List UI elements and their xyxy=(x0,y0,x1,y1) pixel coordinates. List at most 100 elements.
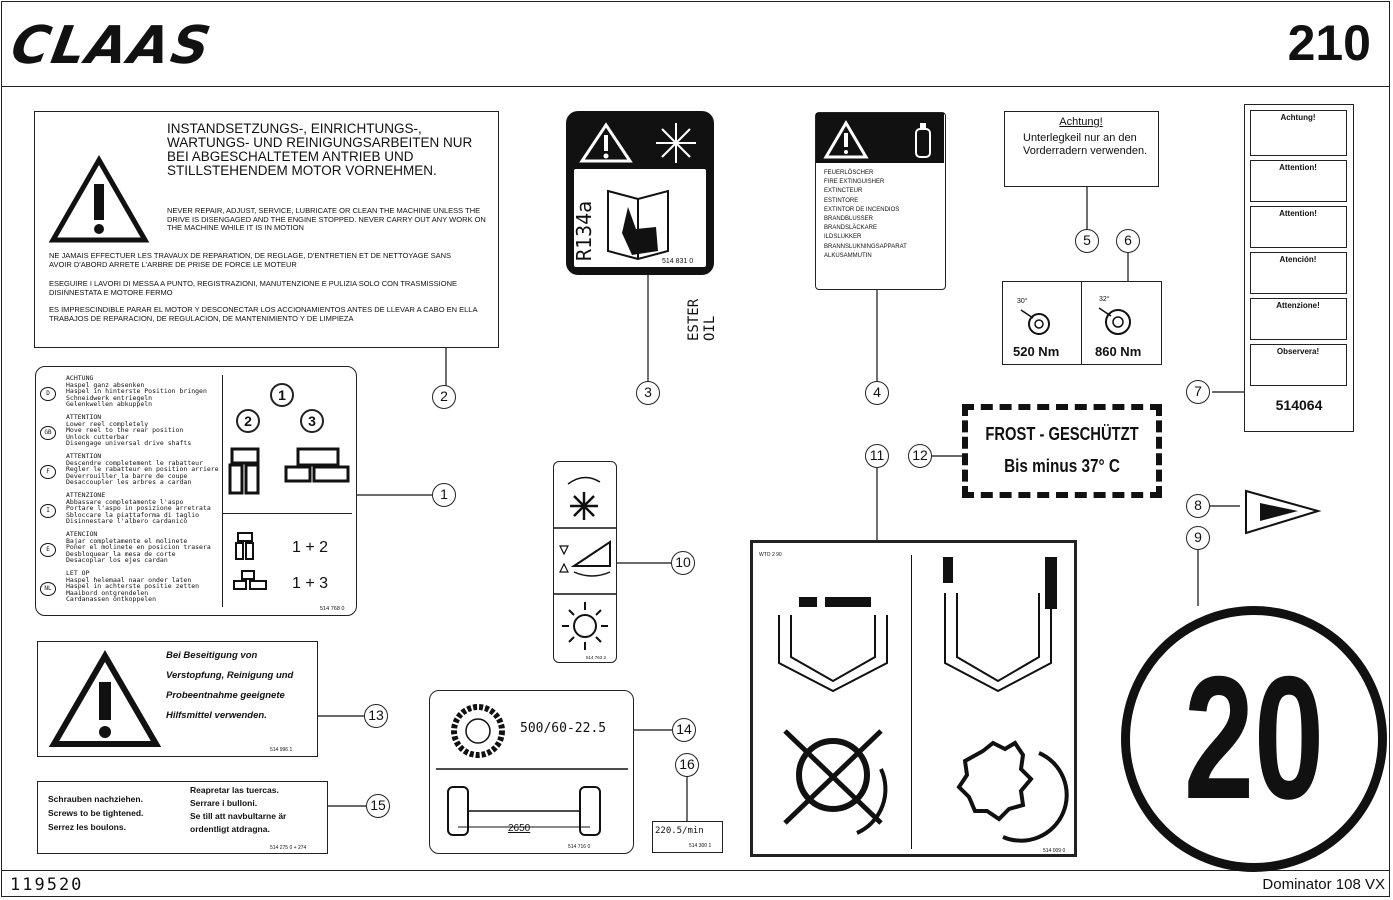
extinguisher-row: ALKUSAMMUTIN xyxy=(824,252,872,259)
decal-15-line: Schrauben nachziehen. xyxy=(48,794,143,804)
block-line: Portare l'aspo in posizione arretrata xyxy=(66,504,211,513)
extinguisher-row: ILDSLUKKER xyxy=(824,234,862,241)
block-line: Gelenkwellen abkuppeln xyxy=(66,400,153,409)
callout-15: 15 xyxy=(366,794,390,818)
decal-13-text: Bei Beseitigung von Verstopfung, Reinigu… xyxy=(166,650,294,721)
block-line: Disinnestare l'albero cardanico xyxy=(66,517,188,526)
decal-7-multilingual: Achtung! Attention! Attention! Atención!… xyxy=(1244,104,1354,432)
extinguisher-row: ESTINTORE xyxy=(824,197,859,204)
page-number: 210 xyxy=(1287,15,1371,71)
extinguisher-row: EXTINCTEUR xyxy=(824,188,863,195)
fire-extinguisher-icon xyxy=(823,120,931,159)
decal-15-left-text: Schrauben nachziehen. Screws to be tight… xyxy=(48,792,178,834)
extinguisher-row: FEUERLÖSCHER xyxy=(824,170,874,176)
extinguisher-row: BRANNSLUKNINGSAPPARAT xyxy=(824,243,907,250)
block-line: Disengage universal drive shafts xyxy=(66,439,192,448)
decal-3-refrigerant: R134a ESTER OIL 514 831 0 xyxy=(566,111,718,341)
ester-oil-label: ESTER OIL xyxy=(686,298,718,341)
left-torque: 520 Nm xyxy=(1013,344,1060,359)
block-line: Haspel in achterste positie zetten xyxy=(66,582,200,591)
block-line: Unlock cutterbar xyxy=(66,432,129,441)
decal-7-panel: Achtung! xyxy=(1250,110,1347,156)
diagram-num-2: 2 xyxy=(236,409,260,433)
decal-7-panel: Atención! xyxy=(1250,252,1347,294)
decal-11-code: WTO 2 90 xyxy=(759,552,782,558)
callout-16: 16 xyxy=(675,753,699,777)
block-line: Sbloccare la piattaforma di taglio xyxy=(66,510,200,519)
decal-11-part-number: 514 009 0 xyxy=(1043,848,1066,854)
language-code-badge: NL xyxy=(40,582,56,596)
block-line: Cardanassen ontkoppelen xyxy=(66,595,157,604)
refrigerant-label: R134a xyxy=(572,200,596,261)
callout-1: 1 xyxy=(432,483,456,507)
callout-12: 12 xyxy=(908,444,932,468)
block-line: Abbassare completamente l'aspo xyxy=(66,497,184,506)
decal-14-symbols xyxy=(436,704,628,836)
decal-15-line: Reapretar las tuercas. xyxy=(190,785,279,795)
callout-9: 9 xyxy=(1186,526,1210,550)
decal-1-divider-v xyxy=(222,375,223,607)
block-head: ATTENTION xyxy=(66,452,102,460)
decal-11-grain-tank: WTO 2 90 514 009 0 xyxy=(750,540,1077,857)
decal-11-symbols xyxy=(778,557,1069,843)
shaft-speed: 220.5/min xyxy=(655,826,704,836)
block-line: Bajar completamente el molinete xyxy=(66,536,188,545)
decal-1-divider-h xyxy=(222,513,352,514)
callout-5: 5 xyxy=(1075,229,1099,253)
decal-1-block: F ATTENTION Descendre completement le ra… xyxy=(40,453,220,492)
decal-15-line: Se till att navbultarne är ordentligt at… xyxy=(190,811,287,834)
block-head: ACHTUNG xyxy=(66,374,94,382)
block-line: Haspel ganz absenken xyxy=(66,380,145,389)
block-line: Haspel in hinterste Position bringen xyxy=(66,387,207,396)
decal-9-speed-limit-sign: 20 xyxy=(1121,606,1387,872)
decal-7-header: Attention! xyxy=(1279,163,1317,172)
decal-5-title: Achtung! xyxy=(1059,116,1103,128)
decal-7-header: Observera! xyxy=(1276,347,1320,356)
callout-6: 6 xyxy=(1116,229,1140,253)
extinguisher-row: EXTINTOR DE INCENDIOS xyxy=(824,206,900,213)
warning-triangle-icon xyxy=(48,154,150,243)
decal-7-panel: Observera! xyxy=(1250,344,1347,386)
block-line: Desacoplar los ejes cardan xyxy=(66,556,168,565)
decal-6-divider xyxy=(1081,282,1082,364)
decal-2-text-es: ES IMPRESCINDIBLE PARAR EL MOTOR Y DESCO… xyxy=(49,305,478,323)
language-code-badge: F xyxy=(40,465,56,479)
decal-7-panel: Attention! xyxy=(1250,206,1347,248)
decal-2-text-it: ESEGUIRE I LAVORI DI MESSA A PUNTO, REGI… xyxy=(49,279,457,297)
block-line: Move reel to the rear position xyxy=(66,426,184,435)
decal-16-part-number: 514 300 1 xyxy=(689,843,712,849)
header-divider xyxy=(2,86,1390,87)
block-line: Deverrouiller la barre de coupe xyxy=(66,471,188,480)
decal-15-line: Serrez les boulons. xyxy=(48,822,126,832)
callout-7: 7 xyxy=(1186,380,1210,404)
callout-11: 11 xyxy=(865,444,889,468)
shaft-coupling-icon xyxy=(228,447,350,495)
callout-13: 13 xyxy=(364,704,388,728)
block-line: Schneidwerk entriegeln xyxy=(66,393,153,402)
callout-14: 14 xyxy=(672,718,696,742)
block-head: ATTENZIONE xyxy=(66,491,106,499)
decal-13-blockage-warning: Bei Beseitigung von Verstopfung, Reinigu… xyxy=(37,641,318,757)
language-code-badge: I xyxy=(40,504,56,518)
block-head: LET OP xyxy=(66,569,90,577)
callout-3: 3 xyxy=(636,381,660,405)
extinguisher-row: BRANDBLUSSER xyxy=(824,216,874,223)
diagram-num-1: 1 xyxy=(270,383,294,407)
decal-2-text-en: NEVER REPAIR, ADJUST, SERVICE, LUBRICATE… xyxy=(167,206,486,232)
coupling-small-icon xyxy=(233,532,267,590)
decal-14-tyre-size: 500/60-22.5 2650 514 716 0 xyxy=(429,690,634,854)
speed-limit-value: 20 xyxy=(1183,641,1325,836)
tyre-size: 500/60-22.5 xyxy=(520,721,607,736)
decal-15-line: Serrare i bulloni. xyxy=(190,798,258,808)
decal-7-header: Atención! xyxy=(1279,255,1317,264)
decal-2-warning-maintenance: INSTANDSETZUNGS-, EINRICHTUNGS-, WARTUNG… xyxy=(34,111,499,348)
decal-2-text-fr: NE JAMAIS EFFECTUER LES TRAVAUX DE REPAR… xyxy=(49,251,452,269)
combo-1-2: 1 + 2 xyxy=(292,539,329,556)
block-line: Poner el molinete en posicion trasera xyxy=(66,543,211,552)
document-number: 119520 xyxy=(10,875,84,895)
decal-5-text: Unterlegkeil nur an den Vorderradern ver… xyxy=(1023,132,1148,157)
